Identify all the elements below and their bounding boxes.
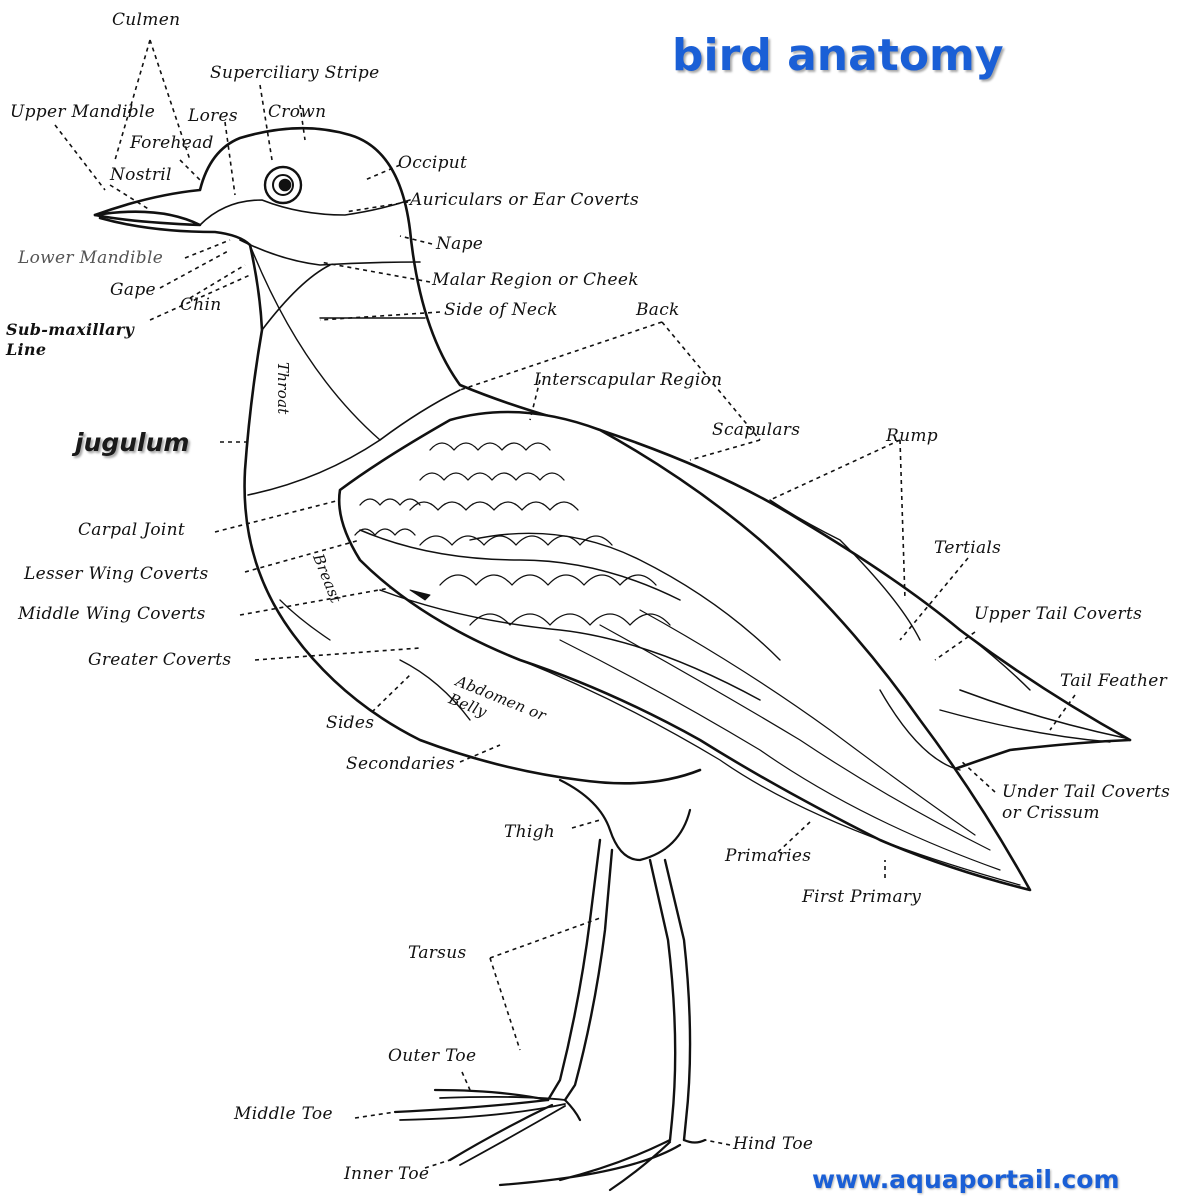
label-tertials: Tertials xyxy=(934,538,1002,558)
label-scapulars: Scapulars xyxy=(712,420,801,440)
label-sides: Sides xyxy=(326,713,375,733)
leader-lores xyxy=(224,121,236,196)
label-middle-wing-coverts: Middle Wing Coverts xyxy=(18,604,206,624)
label-outer-toe: Outer Toe xyxy=(388,1046,477,1066)
leader-gape xyxy=(159,249,231,289)
label-gape: Gape xyxy=(110,280,156,300)
label-hind-toe: Hind Toe xyxy=(733,1134,814,1154)
leader-back xyxy=(459,321,761,441)
leader-culmen xyxy=(114,39,191,161)
leader-tarsus xyxy=(489,917,601,1051)
label-tarsus: Tarsus xyxy=(408,943,467,963)
leader-greater xyxy=(254,647,421,661)
label-tail-feather: Tail Feather xyxy=(1060,671,1168,691)
leader-nostril xyxy=(109,184,151,211)
label-interscapular-region: Interscapular Region xyxy=(534,370,723,390)
leader-interscapular xyxy=(529,379,541,421)
label-forehead: Forehead xyxy=(130,133,214,153)
leader-side-of-neck xyxy=(319,311,441,321)
beak xyxy=(93,210,202,227)
label-upper-mandible: Upper Mandible xyxy=(10,102,156,122)
bird-outline-lower xyxy=(243,243,702,785)
label-crown: Crown xyxy=(268,102,327,122)
leader-hind-toe xyxy=(704,1139,731,1146)
label-inner-toe: Inner Toe xyxy=(344,1164,430,1184)
leader-upper-tail xyxy=(934,631,976,661)
bird-outline-upper xyxy=(93,126,1132,742)
label-occiput: Occiput xyxy=(398,153,468,173)
label-superciliary-stripe: Superciliary Stripe xyxy=(210,63,380,83)
leader-upper-mandible xyxy=(54,124,106,191)
leader-sides xyxy=(371,674,411,713)
leader-carpal xyxy=(214,499,341,533)
leader-superciliary xyxy=(259,84,273,161)
label-back: Back xyxy=(636,300,680,320)
label-malar-region: Malar Region or Cheek xyxy=(432,270,639,290)
label-primaries: Primaries xyxy=(725,846,812,866)
leader-scapulars xyxy=(689,439,761,461)
label-rump: Rump xyxy=(886,426,938,446)
label-upper-tail-coverts: Upper Tail Coverts xyxy=(974,604,1143,624)
label-side-of-neck: Side of Neck xyxy=(444,300,558,320)
label-jugulum: jugulum xyxy=(75,428,190,457)
leader-outer-toe xyxy=(461,1071,471,1091)
watermark-url: www.aquaportail.com xyxy=(812,1165,1120,1194)
leader-tail-feather xyxy=(1049,694,1076,731)
label-sub-maxillary-line: Sub-maxillary Line xyxy=(6,320,135,359)
label-secondaries: Secondaries xyxy=(346,754,456,774)
leader-sub-maxillary xyxy=(149,274,251,321)
leader-malar xyxy=(319,261,431,283)
label-first-primary: First Primary xyxy=(802,887,922,907)
label-greater-coverts: Greater Coverts xyxy=(88,650,232,670)
label-chin: Chin xyxy=(180,295,222,315)
right-leg xyxy=(648,858,677,1142)
label-nape: Nape xyxy=(436,234,484,254)
leader-middle xyxy=(239,587,391,616)
leader-lower-mandible xyxy=(184,239,231,259)
leader-auriculars xyxy=(344,201,409,213)
eye xyxy=(263,165,303,205)
wing-outline xyxy=(337,410,1032,892)
diagram-title: bird anatomy xyxy=(672,30,1004,81)
leader-chin xyxy=(189,264,246,299)
leader-forehead xyxy=(179,159,201,181)
label-culmen: Culmen xyxy=(112,10,181,30)
label-lesser-wing-coverts: Lesser Wing Coverts xyxy=(24,564,209,584)
leader-crown xyxy=(299,104,306,141)
leader-rump xyxy=(769,439,906,601)
left-foot xyxy=(393,1088,582,1162)
label-thigh: Thigh xyxy=(504,822,556,842)
label-under-tail-coverts: Under Tail Coverts or Crissum xyxy=(1002,782,1171,824)
beak-lower xyxy=(98,216,252,247)
label-auriculars: Auriculars or Ear Coverts xyxy=(410,190,640,210)
label-nostril: Nostril xyxy=(110,165,172,185)
leader-middle-toe xyxy=(354,1111,396,1119)
label-carpal-joint: Carpal Joint xyxy=(78,520,185,540)
thigh xyxy=(558,778,692,862)
leader-nape xyxy=(399,235,433,245)
label-middle-toe: Middle Toe xyxy=(234,1104,333,1124)
label-throat: Throat xyxy=(274,362,292,415)
label-lores: Lores xyxy=(188,106,238,126)
label-lower-mandible: Lower Mandible xyxy=(18,248,164,268)
right-foot xyxy=(498,1138,707,1192)
leader-occiput xyxy=(364,164,401,181)
left-leg xyxy=(546,838,602,1102)
leader-tertials xyxy=(899,557,969,641)
leader-lesser xyxy=(244,539,361,573)
tail-feathers xyxy=(959,689,1126,739)
leader-thigh xyxy=(571,819,601,829)
